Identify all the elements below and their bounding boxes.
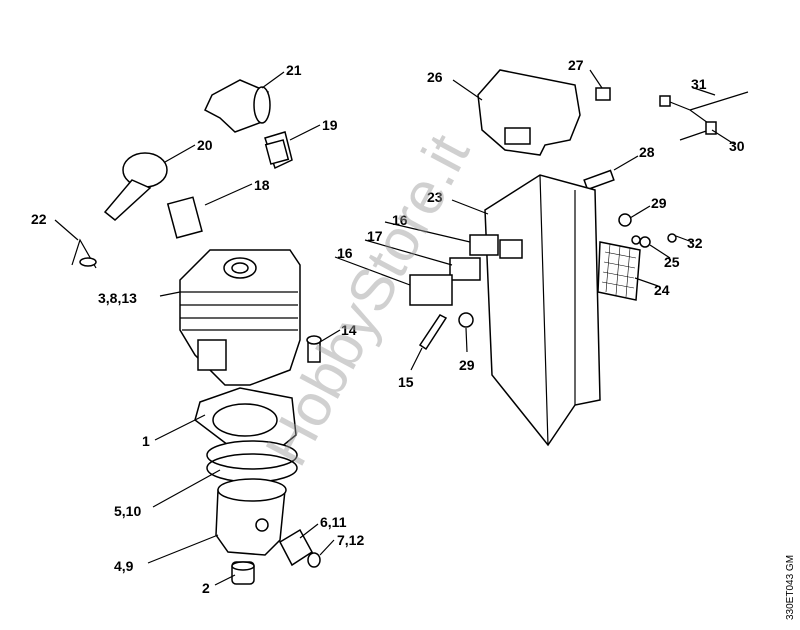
label-3-8-13: 3,8,13 <box>98 290 137 306</box>
label-22: 22 <box>31 211 47 227</box>
washer-29 <box>618 213 632 227</box>
piston-4-9 <box>215 478 287 556</box>
label-6-11: 6,11 <box>320 514 347 530</box>
screw-28 <box>583 169 615 191</box>
screw-25 <box>631 235 651 248</box>
spark-plug-19 <box>264 131 293 170</box>
spark-plug-18 <box>166 196 203 239</box>
label-15: 15 <box>398 374 414 390</box>
label-32: 32 <box>687 235 703 251</box>
label-30: 30 <box>729 138 745 154</box>
label-18: 18 <box>254 177 270 193</box>
spark-screen-24 <box>597 241 641 301</box>
drawing-code: 330ET043 GM <box>785 555 796 620</box>
label-29a: 29 <box>651 195 667 211</box>
spark-plug-boot-21 <box>204 79 271 133</box>
label-23: 23 <box>427 189 443 205</box>
spark-plug-boot-20 <box>103 152 168 221</box>
label-4-9: 4,9 <box>114 558 134 574</box>
label-28: 28 <box>639 144 655 160</box>
label-14: 14 <box>341 322 357 338</box>
piston-pin-6-11 <box>279 528 313 567</box>
circlip-7-12 <box>307 552 321 568</box>
label-19: 19 <box>322 117 338 133</box>
label-7-12: 7,12 <box>337 532 364 548</box>
cover-plate-26 <box>477 69 581 156</box>
stud-15 <box>418 314 448 351</box>
needle-cage-2 <box>231 561 255 585</box>
label-1: 1 <box>142 433 150 449</box>
label-5-10: 5,10 <box>114 503 141 519</box>
nut-29 <box>458 312 474 328</box>
muffler-23 <box>484 174 601 447</box>
bolt-31-30 <box>659 91 749 141</box>
label-26: 26 <box>427 69 443 85</box>
label-16b: 16 <box>337 245 353 261</box>
label-27: 27 <box>568 57 584 73</box>
screw-14 <box>306 335 322 363</box>
spring-22 <box>71 238 97 269</box>
label-2: 2 <box>202 580 210 596</box>
label-24: 24 <box>654 282 670 298</box>
label-17: 17 <box>367 228 383 244</box>
gaskets-16-17 <box>409 234 499 306</box>
label-20: 20 <box>197 137 213 153</box>
leader-lines <box>54 69 735 586</box>
label-25: 25 <box>664 254 680 270</box>
label-21: 21 <box>286 62 302 78</box>
label-16a: 16 <box>392 212 408 228</box>
screw-27 <box>595 87 611 101</box>
label-29b: 29 <box>459 357 475 373</box>
label-31: 31 <box>691 76 707 92</box>
screw-32 <box>667 233 677 243</box>
gasket-1 <box>194 387 297 449</box>
cylinder-3-8-13 <box>179 249 301 386</box>
